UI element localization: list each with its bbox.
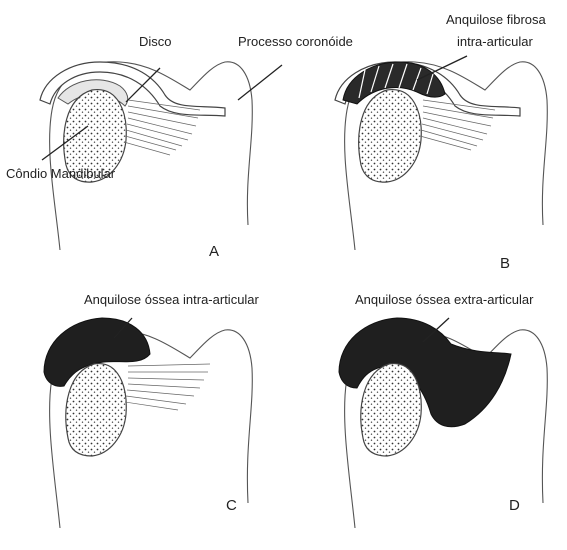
label-ossea-intra: Anquilose óssea intra-articular [84,292,260,307]
mandibular-condyle [359,90,422,183]
panel-d: Anquilose óssea extra-articular D [339,292,547,528]
label-condilo: Côndio Mandibular [6,166,116,181]
label-ossea-extra: Anquilose óssea extra-articular [355,292,534,307]
panel-letter-c: C [226,497,237,514]
panel-letter-a: A [209,243,219,260]
panel-b: Anquilose fibrosa intra-articular B [335,12,547,272]
coronoide-leader [238,65,282,100]
ligament-fibres [125,364,210,410]
label-anquilose-fibrosa-2: intra-articular [457,34,534,49]
label-processo-coronoide: Processo coronóide [238,34,353,49]
panel-letter-d: D [509,497,520,514]
label-disco: Disco [139,34,172,49]
mandibular-condyle [361,364,421,456]
ligament-fibres [124,100,200,155]
mandibular-condyle [66,364,126,456]
panel-letter-b: B [500,255,510,272]
panel-c: Anquilose óssea intra-articular C [44,292,260,528]
label-anquilose-fibrosa-1: Anquilose fibrosa [446,12,546,27]
panel-a: Disco Processo coronóide Côndio Mandibul… [6,34,353,260]
